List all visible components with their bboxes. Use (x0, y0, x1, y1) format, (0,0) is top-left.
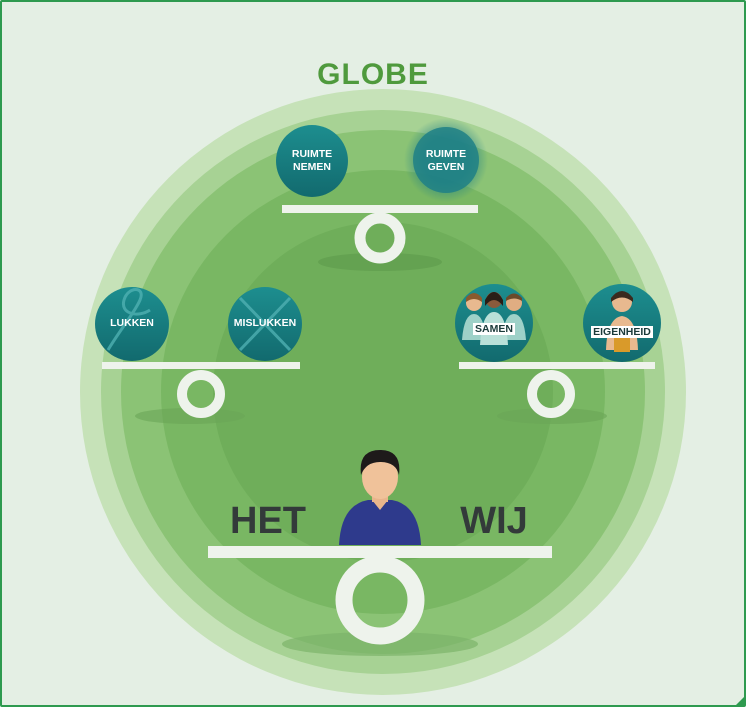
label-eigenheid: EIGENHEID (572, 326, 672, 339)
loop-icon (106, 288, 151, 351)
balance-bar-right (459, 362, 655, 369)
scale-ring-icon (354, 212, 406, 264)
label-samen: SAMEN (464, 323, 524, 336)
cross-icon (238, 296, 292, 352)
label-het: HET (230, 500, 306, 542)
label-ruimte-geven-line1: RUIMTE (425, 148, 467, 160)
balance-bar-left (102, 362, 300, 369)
label-lukken: LUKKEN (110, 317, 154, 329)
label-eigenheid-text: EIGENHEID (591, 326, 653, 338)
scale-ring-icon (527, 370, 575, 418)
label-wij: WIJ (460, 500, 528, 542)
balance-bar-bottom (208, 546, 552, 558)
scale-ring-icon (177, 370, 225, 418)
balance-bar-top (282, 205, 478, 213)
node-ruimte-nemen (276, 125, 348, 197)
label-ruimte-nemen-line1: RUIMTE (291, 148, 333, 160)
label-mislukken: MISLUKKEN (233, 317, 297, 329)
frame-corner (736, 697, 744, 705)
node-ruimte-geven (413, 127, 479, 193)
diagram-title: GLOBE (317, 58, 429, 91)
person-icon (339, 450, 421, 545)
label-ruimte-geven: RUIMTE GEVEN (416, 148, 476, 174)
scale-ring-icon (335, 555, 425, 645)
group-people-icon (462, 292, 526, 345)
label-ruimte-nemen-line2: NEMEN (293, 161, 331, 173)
label-samen-text: SAMEN (473, 323, 515, 335)
label-ruimte-nemen: RUIMTE NEMEN (282, 148, 342, 174)
label-ruimte-geven-line2: GEVEN (427, 161, 465, 173)
shadow-left (135, 408, 245, 424)
